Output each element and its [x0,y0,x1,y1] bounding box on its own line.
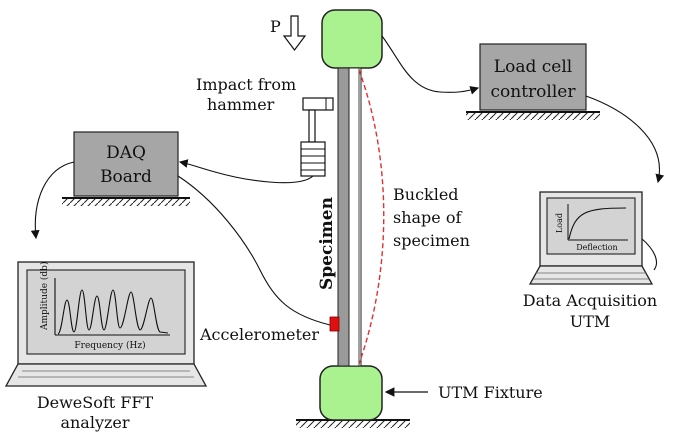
utm-fixture-label: UTM Fixture [438,383,543,402]
daq-label-line2: Board [100,167,152,187]
buckled-label-line2: shape of [393,208,462,227]
load-cell-controller: Load cell controller [466,43,600,120]
top-fixture [321,9,383,69]
accelerometer-sensor [329,316,340,332]
bottom-ground [296,419,410,428]
hammer [300,97,334,177]
accelerometer-label: Accelerometer [199,325,319,344]
load-label-p: P [270,17,281,36]
load-y-axis-label: Load [555,213,564,233]
fft-y-axis-label: Amplitude (db) [39,262,50,331]
wire-accelerometer-to-daq [177,175,331,326]
wire-fixture-to-loadcell [381,35,480,95]
wire-utm-laptop-cable [640,237,658,271]
fft-x-axis-label: Frequency (Hz) [74,340,145,351]
bottom-fixture [319,365,383,421]
buckled-label-line3: specimen [393,231,470,250]
dewesoft-label-line2: analyzer [60,413,129,432]
daq-label-line1: DAQ [106,143,146,163]
buckled-label-line1: Buckled [393,185,459,204]
utm-laptop: Deflection Load [528,191,654,285]
dewesoft-label-line1: DeweSoft FFT [37,393,154,412]
data-acq-label-line1: Data Acquisition [523,291,657,310]
wire-hammer-to-daq [178,159,314,184]
specimen-column [337,67,362,367]
impact-label-line2: hammer [207,95,275,114]
loadcell-label-line1: Load cell [494,57,572,77]
load-arrow [282,15,307,51]
buckled-shape-curve [358,69,385,365]
wire-daq-to-fft-laptop [30,161,75,240]
daq-board: DAQ Board [62,131,190,206]
specimen-label: Specimen [317,197,337,290]
load-x-axis-label: Deflection [576,243,617,252]
fft-laptop: Frequency (Hz) Amplitude (db) [4,261,208,387]
wire-loadcell-to-utm-laptop [585,95,665,184]
impact-label-line1: Impact from [196,75,296,94]
load-deflection-curve [568,207,627,240]
data-acq-label-line2: UTM [570,312,611,331]
loadcell-label-line2: controller [491,82,577,102]
fft-spectrum-curve [57,289,169,335]
